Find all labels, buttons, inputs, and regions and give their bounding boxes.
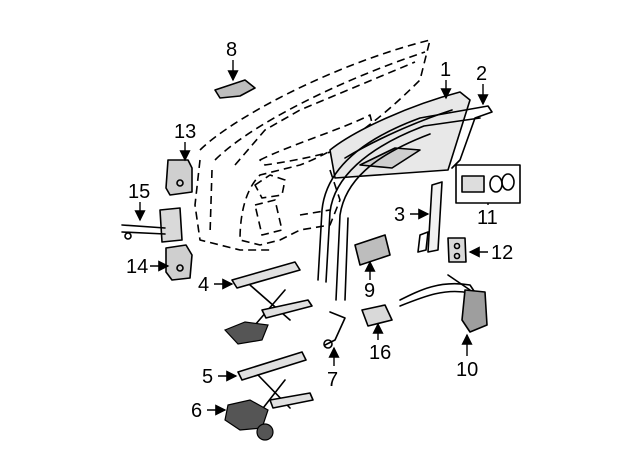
outside-handle [214,79,256,99]
callout-15: 15 [128,181,150,203]
glass-run-channel [317,105,493,301]
callout-5: 5 [202,366,213,388]
lower-hinge [165,244,193,281]
callout-10: 10 [456,359,478,381]
window-regulator-rear [237,351,314,413]
door-latch [399,274,488,333]
lock-cylinder-kit [455,164,521,204]
bracket [361,304,393,327]
callout-1: 1 [440,59,451,81]
callout-3: 3 [394,204,405,226]
window-crank [323,311,346,349]
callout-2: 2 [476,63,487,85]
striker [447,237,467,263]
upper-hinge [165,159,193,196]
callout-labels: 8 1 2 13 15 3 11 12 14 4 9 16 5 7 10 6 [126,39,513,422]
callout-6: 6 [191,400,202,422]
callout-11: 11 [477,207,498,229]
door-check [121,207,183,243]
door-glass [329,91,471,179]
callout-16: 16 [369,342,391,364]
callout-12: 12 [491,242,513,264]
callout-7: 7 [327,369,338,391]
rear-channel [417,181,443,253]
callout-13: 13 [174,121,196,143]
callout-14: 14 [126,256,148,278]
callout-8: 8 [226,39,237,61]
door-module [354,234,391,266]
window-motor [224,399,274,441]
leader-lines [134,60,489,416]
callout-4: 4 [198,274,209,296]
callout-9: 9 [364,280,375,302]
window-regulator-front [223,261,313,345]
door-shell-outline [194,39,431,251]
